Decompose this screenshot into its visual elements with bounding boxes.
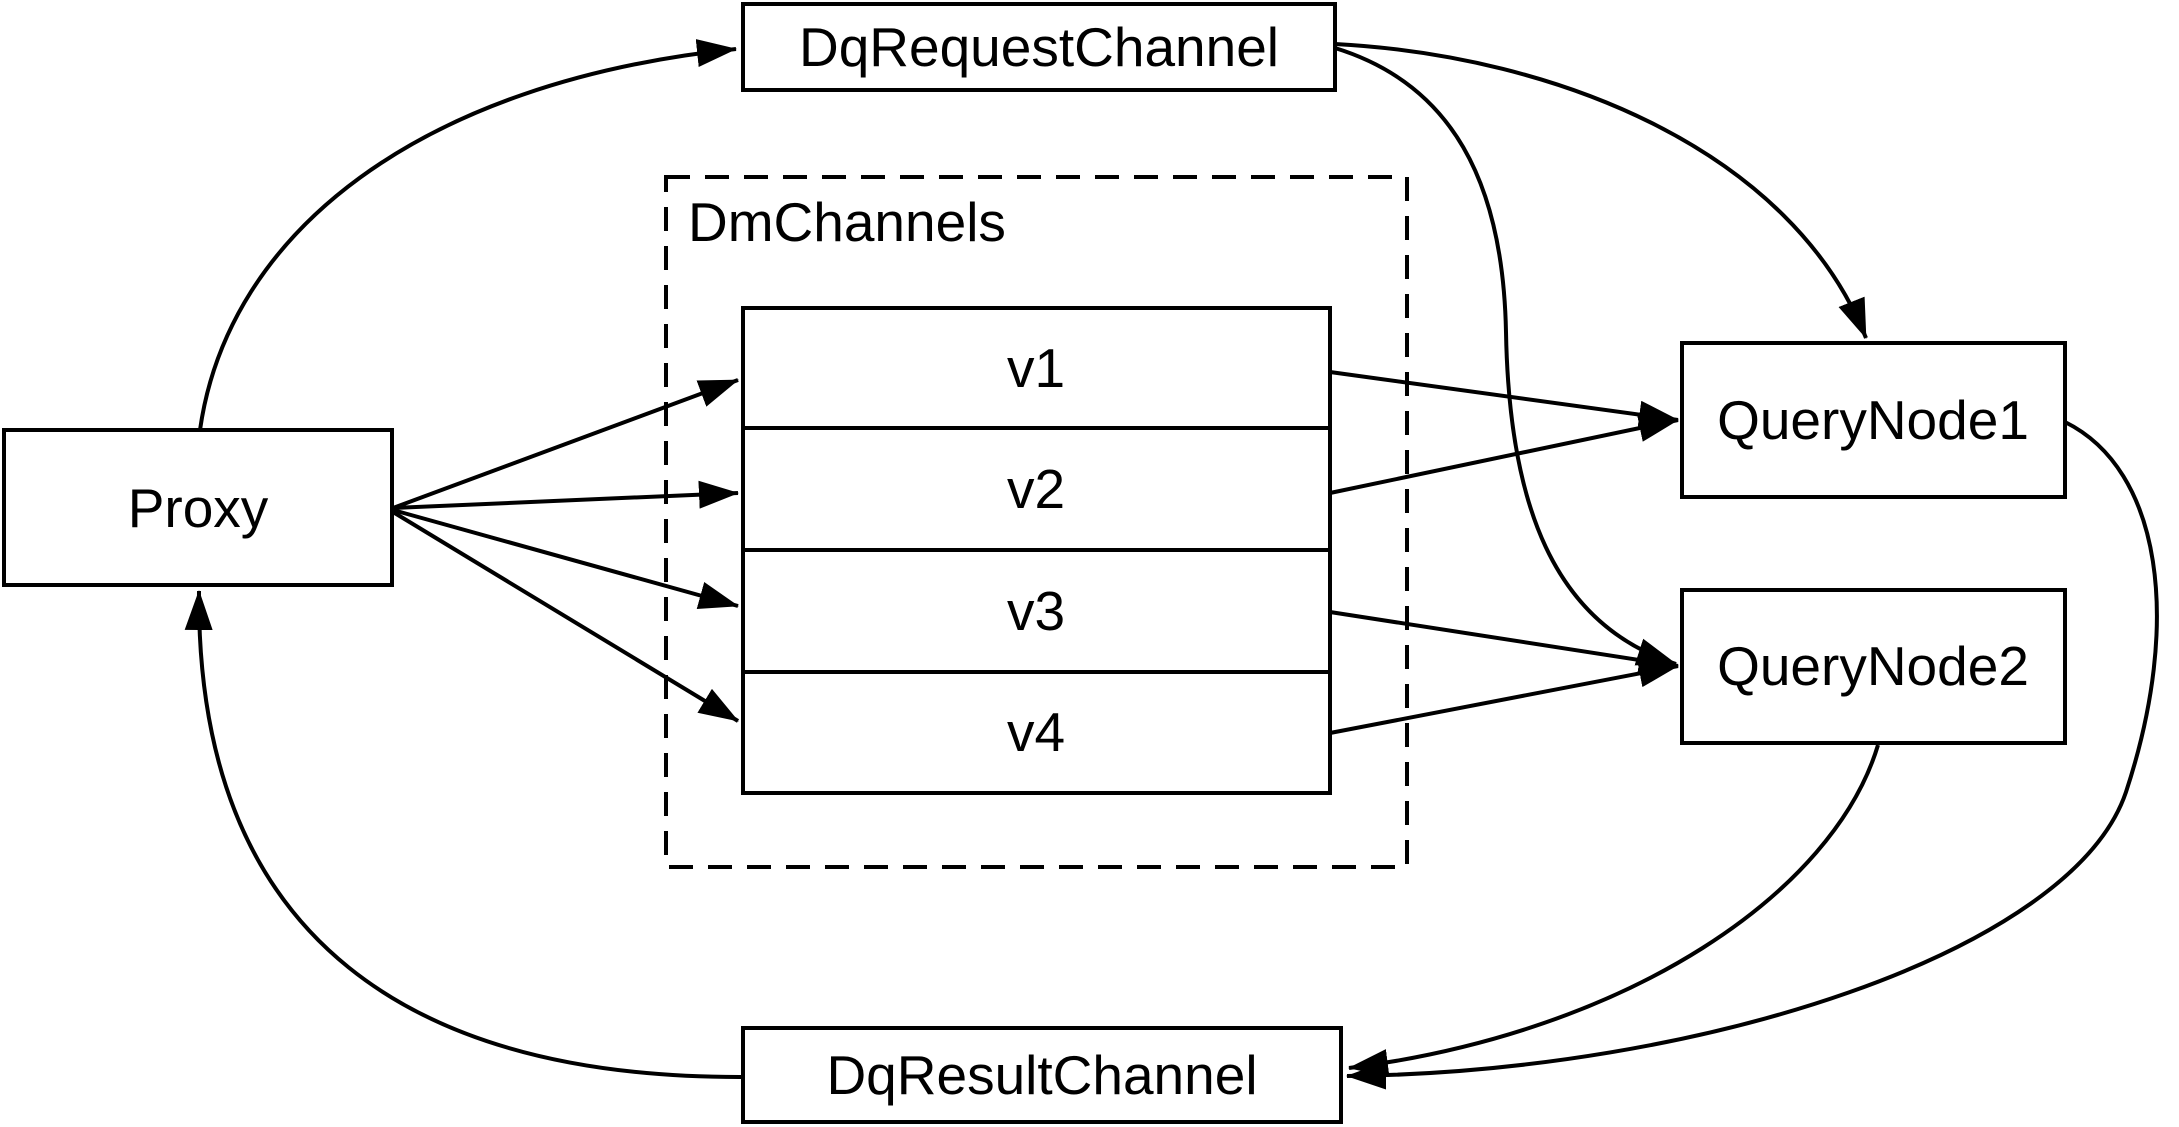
edge-dqresultchannel-to-proxy xyxy=(184,590,744,1080)
v2-label: v2 xyxy=(1007,458,1065,520)
querynode1-box xyxy=(1680,341,2067,499)
edge-v4-to-querynode2 xyxy=(1329,659,1679,735)
node-dqrequestchannel: DqRequestChannel xyxy=(741,2,1337,92)
v1-label: v1 xyxy=(1007,337,1065,399)
dqresultchannel-box xyxy=(741,1026,1343,1124)
v4-label: v4 xyxy=(1007,701,1065,763)
proxy-label: Proxy xyxy=(128,477,269,539)
edge-proxy-to-dqrequestchannel xyxy=(198,39,737,431)
node-querynode2: QueryNode2 xyxy=(1680,588,2067,745)
edge-proxy-to-v2 xyxy=(392,480,739,510)
edge-proxy-to-v1 xyxy=(392,378,739,510)
dqrequestchannel-box xyxy=(741,2,1337,92)
dmchannels-group-border xyxy=(664,175,1409,869)
edge-v1-to-querynode1 xyxy=(1329,370,1679,429)
v3-box xyxy=(741,548,1332,674)
v1-box xyxy=(741,306,1332,430)
edge-v3-to-querynode2 xyxy=(1329,610,1679,674)
edge-dqrequestchannel-to-querynode2 xyxy=(1334,46,1677,666)
node-proxy: Proxy xyxy=(2,428,394,587)
querynode2-box xyxy=(1680,588,2067,745)
dmchannels-group-label: DmChannels xyxy=(688,191,1006,253)
querynode2-label: QueryNode2 xyxy=(1717,635,2029,697)
dqresultchannel-label: DqResultChannel xyxy=(826,1044,1257,1106)
node-v4: v4 xyxy=(741,670,1332,795)
proxy-box xyxy=(2,428,394,587)
edge-querynode1-to-dqresultchannel xyxy=(1346,420,2159,1090)
edge-proxy-to-v4 xyxy=(391,510,740,723)
edge-v2-to-querynode1 xyxy=(1329,414,1679,495)
edge-proxy-to-v3 xyxy=(392,508,739,610)
v2-box xyxy=(741,426,1332,552)
edge-dqrequestchannel-to-querynode1 xyxy=(1334,42,1868,339)
dqrequestchannel-label: DqRequestChannel xyxy=(799,16,1279,78)
node-querynode1: QueryNode1 xyxy=(1680,341,2067,499)
v4-box xyxy=(741,670,1332,795)
edge-querynode2-to-dqresultchannel xyxy=(1348,744,1880,1077)
node-v2: v2 xyxy=(741,426,1332,552)
v3-label: v3 xyxy=(1007,580,1065,642)
node-v1: v1 xyxy=(741,306,1332,430)
node-v3: v3 xyxy=(741,548,1332,674)
node-dqresultchannel: DqResultChannel xyxy=(741,1026,1343,1124)
querynode1-label: QueryNode1 xyxy=(1717,389,2029,451)
group-dmchannels: DmChannels xyxy=(664,175,1409,869)
